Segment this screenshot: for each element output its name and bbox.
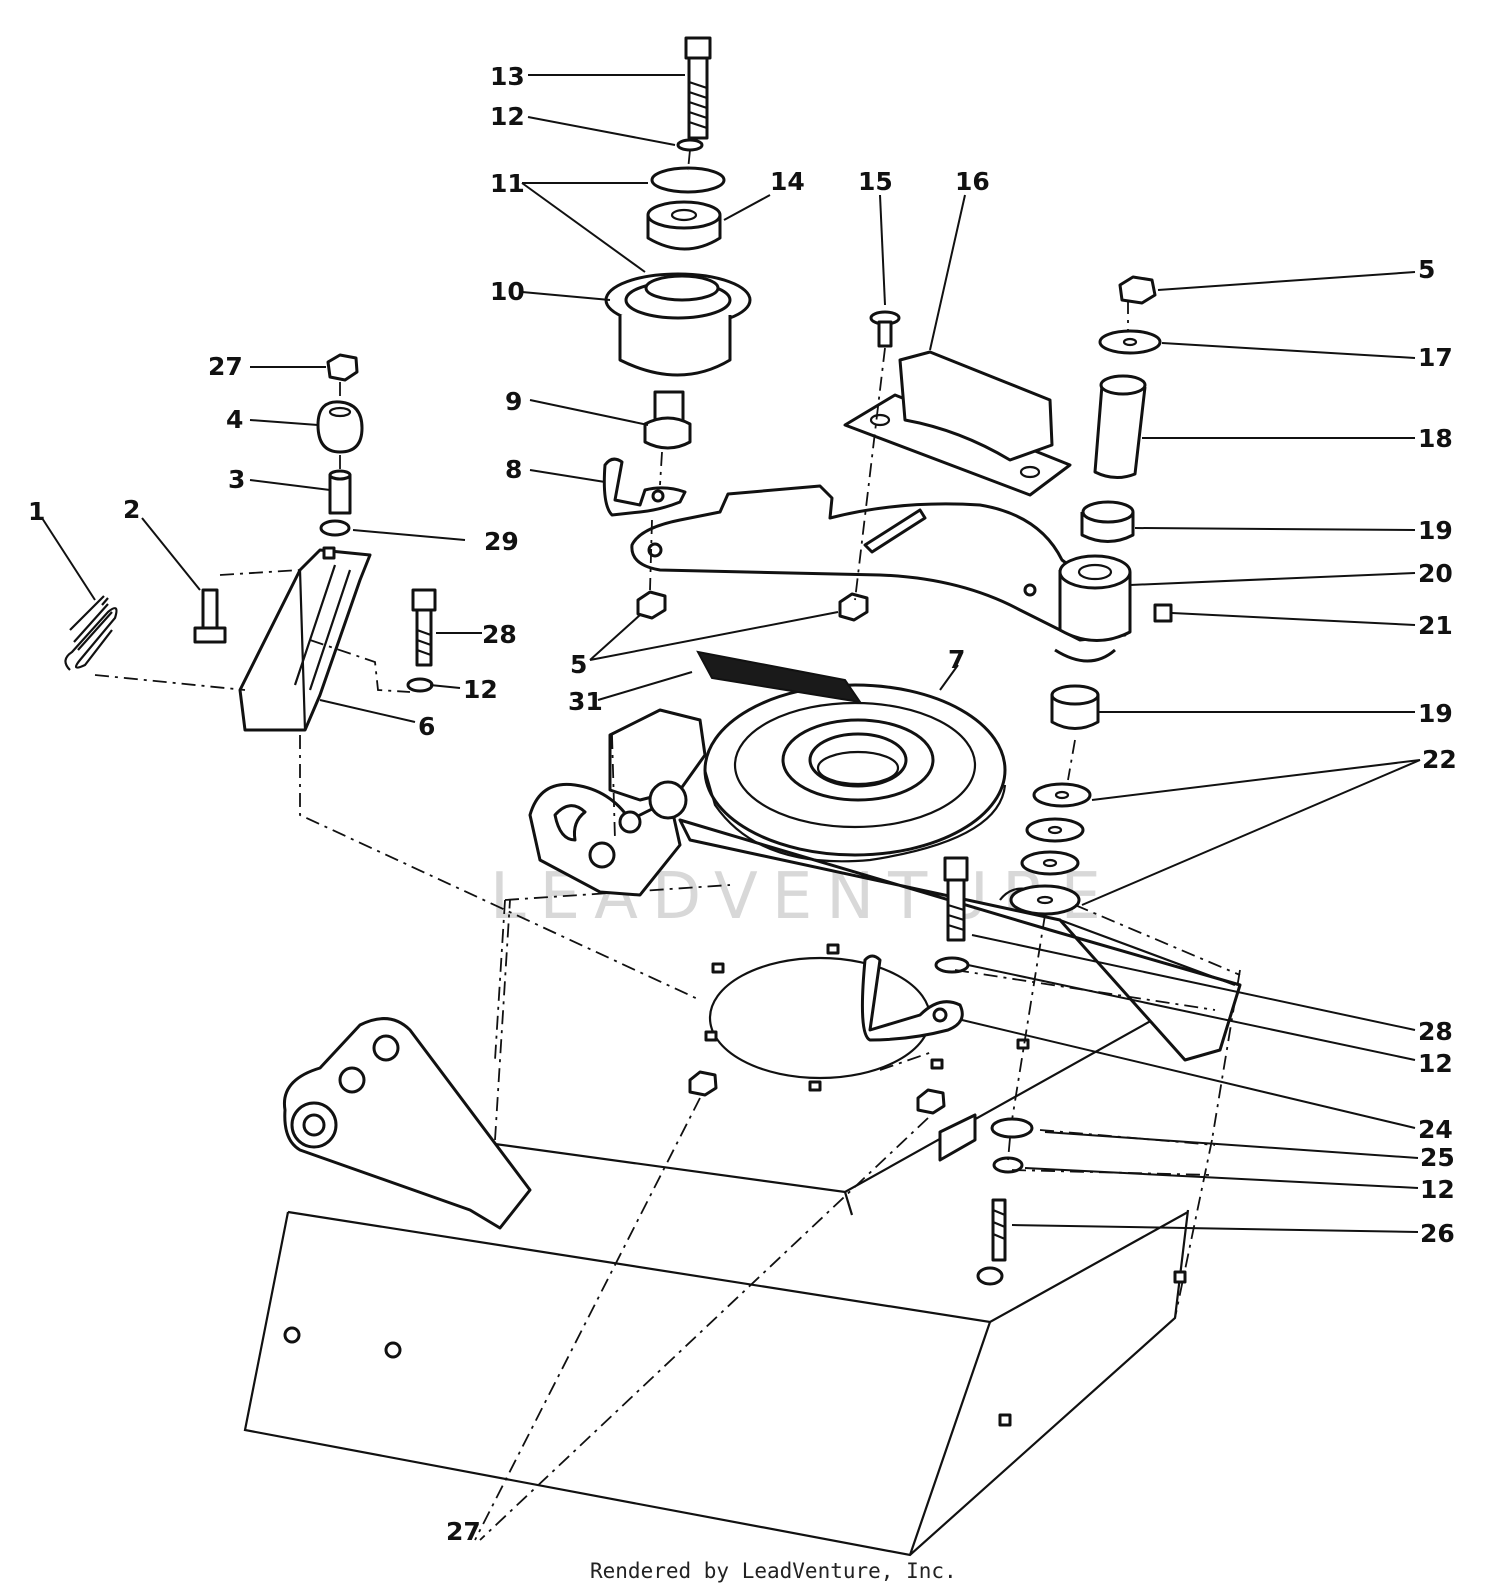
channel-bracket xyxy=(678,818,1242,1062)
left-stack xyxy=(64,353,437,732)
pivot-bracket xyxy=(528,708,707,897)
leader-lines xyxy=(41,74,1421,1233)
callout-19-lower: 19 xyxy=(1418,699,1453,728)
right-stack xyxy=(688,275,1162,1286)
callout-7: 7 xyxy=(948,645,965,674)
callout-16: 16 xyxy=(955,167,990,196)
callout-labels: 1 2 3 4 27 29 28 12 6 13 12 11 14 10 9 8… xyxy=(28,62,1457,1546)
callout-5-left: 5 xyxy=(570,650,587,679)
callout-8: 8 xyxy=(505,455,522,484)
callout-17: 17 xyxy=(1418,343,1453,372)
callout-24: 24 xyxy=(1418,1115,1453,1144)
callout-12-right-b: 12 xyxy=(1420,1175,1455,1204)
callout-1: 1 xyxy=(28,497,45,526)
callout-6: 6 xyxy=(418,712,435,741)
callout-12-left: 12 xyxy=(463,675,498,704)
callout-15: 15 xyxy=(858,167,893,196)
callout-19-upper: 19 xyxy=(1418,516,1453,545)
callout-12-right-a: 12 xyxy=(1418,1049,1453,1078)
pulley xyxy=(696,650,1007,863)
brake-pad xyxy=(843,350,1072,497)
callout-12-top: 12 xyxy=(490,102,525,131)
callout-9: 9 xyxy=(505,387,522,416)
callout-11: 11 xyxy=(490,169,525,198)
credit-text: Rendered by LeadVenture, Inc. xyxy=(590,1559,957,1583)
callout-22: 22 xyxy=(1422,745,1457,774)
callout-28-left: 28 xyxy=(482,620,517,649)
callout-4: 4 xyxy=(226,405,243,434)
callout-26: 26 xyxy=(1420,1219,1455,1248)
callout-21: 21 xyxy=(1418,611,1453,640)
callout-18: 18 xyxy=(1418,424,1453,453)
callout-13: 13 xyxy=(490,62,525,91)
callout-14: 14 xyxy=(770,167,805,196)
callout-29: 29 xyxy=(484,527,519,556)
callout-2: 2 xyxy=(123,495,140,524)
callout-31: 31 xyxy=(568,687,603,716)
center-stack xyxy=(602,36,901,622)
callout-20: 20 xyxy=(1418,559,1453,588)
callout-27-top: 27 xyxy=(208,352,243,381)
callout-3: 3 xyxy=(228,465,245,494)
callout-10: 10 xyxy=(490,277,525,306)
callout-5-right: 5 xyxy=(1418,255,1435,284)
callout-27-bottom: 27 xyxy=(446,1517,481,1546)
callout-25: 25 xyxy=(1420,1143,1455,1172)
callout-28-right: 28 xyxy=(1418,1017,1453,1046)
mower-deck-housing xyxy=(243,884,1241,1557)
idler-arm xyxy=(630,484,1173,663)
